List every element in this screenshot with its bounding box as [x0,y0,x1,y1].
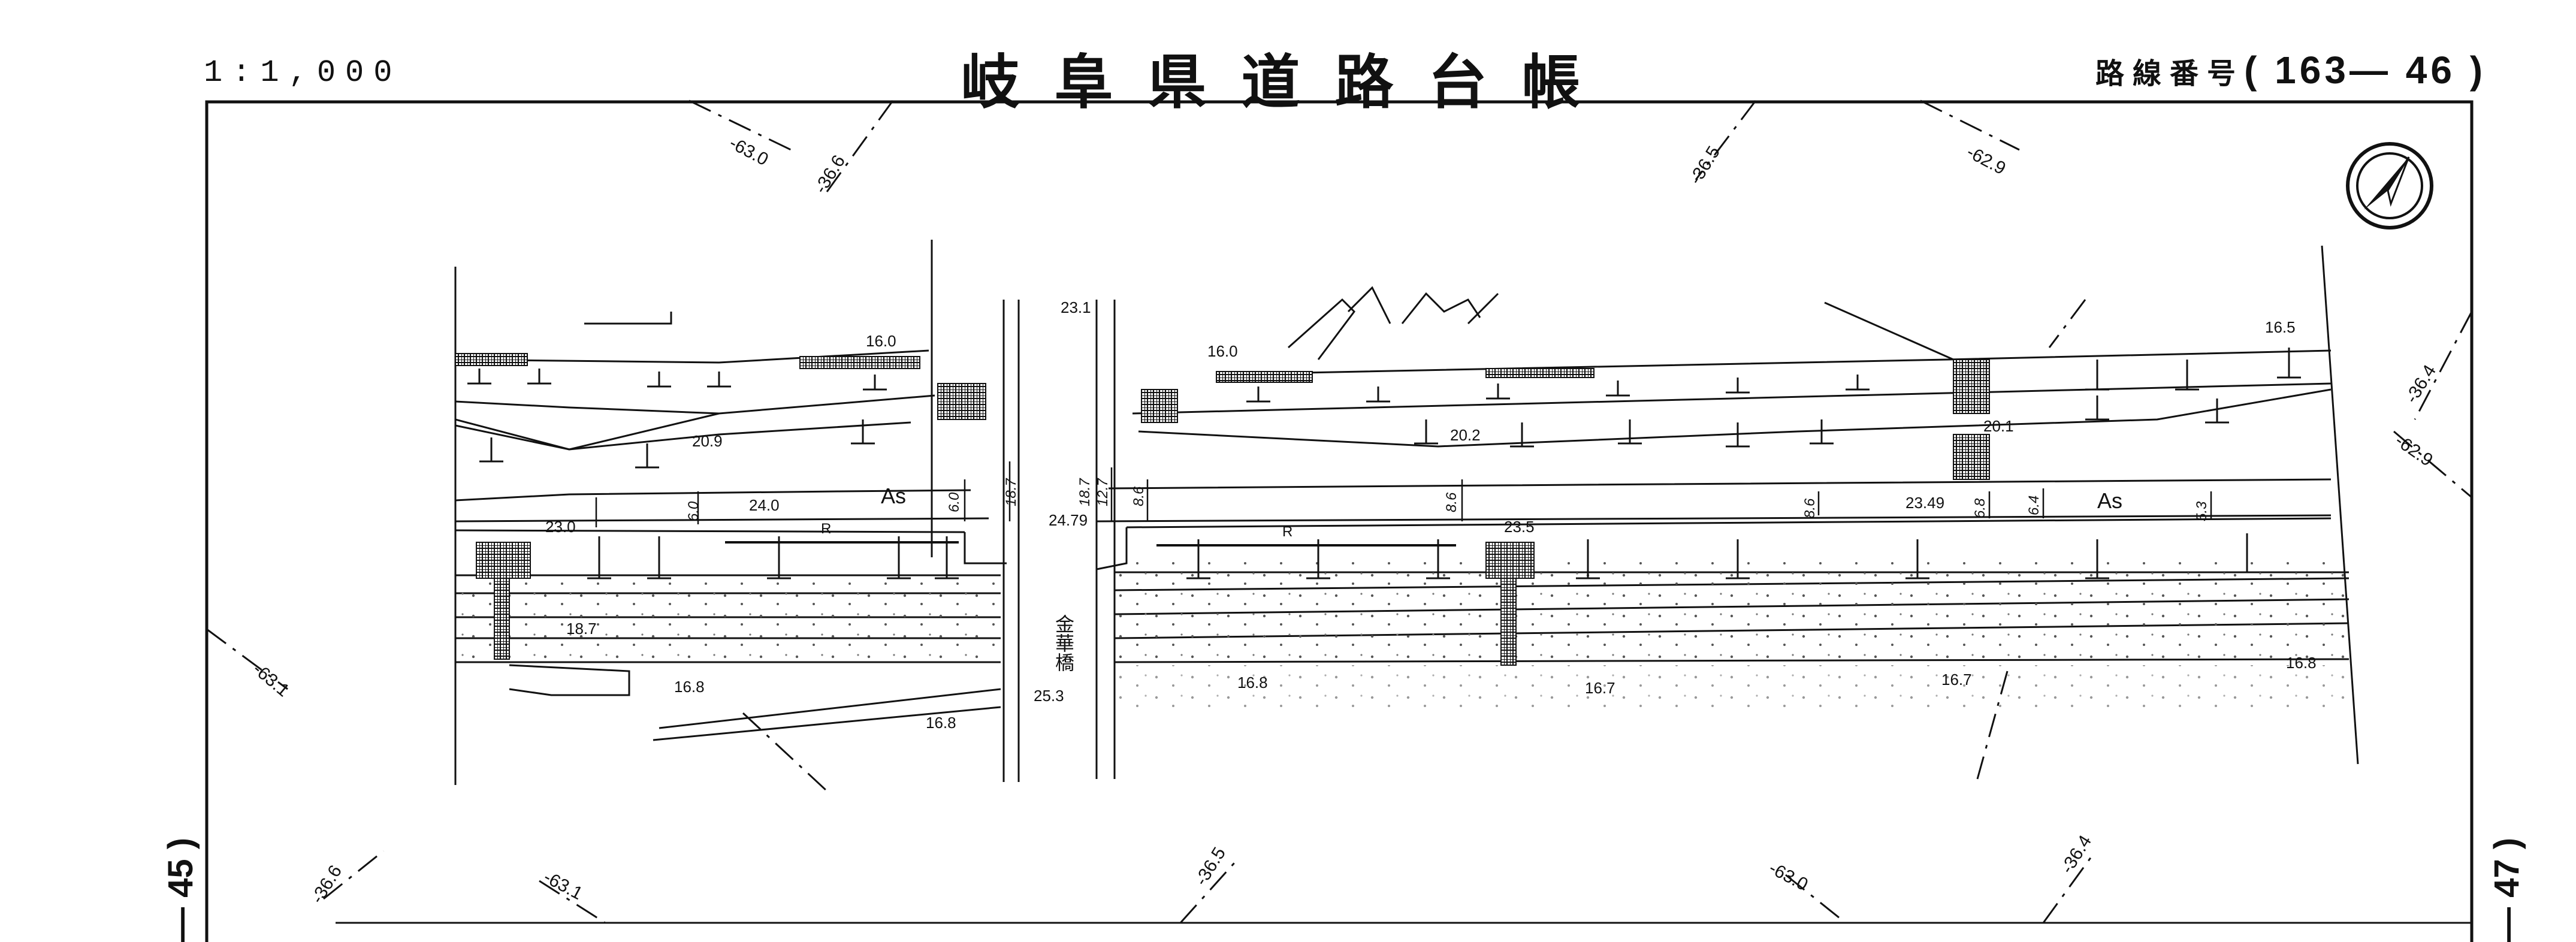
spot-height: 16.7 [1941,671,1972,689]
width-label: 6.0 [685,501,702,521]
elevation-label: -63.0 [726,133,772,170]
kerb-symbols [467,348,2301,579]
width-label: 8.6 [1802,498,1818,518]
elevation-label: -36.6 [307,862,346,907]
spot-heights: 16.0 23.1 16.0 16.5 20.9 20.2 20.1 24.0 … [545,298,2317,732]
spot-height: 24.0 [749,496,780,514]
elevation-label: -62.9 [2391,431,2436,470]
elevation-label: -36.4 [2402,361,2440,406]
width-label: 12.7 [1095,478,1111,506]
north-arrow-icon [2346,142,2433,230]
bridge-name: 金華橋 [1053,614,1074,672]
map-title: 岐阜県道路台帳 [961,49,1615,117]
road-markers: As As R R [821,484,2122,540]
guardrails [725,541,1456,547]
spot-height: 23.1 [1061,298,1091,316]
width-label: 6.4 [2026,496,2042,515]
width-label: 5.3 [2194,501,2210,521]
route-number-value: 163— 46 [2275,49,2456,92]
guardrail-label: R [1282,524,1292,540]
spot-height: 16.7 [1585,679,1615,697]
width-label: 8.6 [1443,492,1460,512]
ground-texture [458,557,2346,713]
surface-label: As [881,484,906,508]
map-scale: 1:1,000 [204,55,402,90]
width-label: 8.6 [1131,486,1147,506]
boundary-lines [206,99,2473,924]
spot-height: 25.3 [1034,687,1064,705]
spot-height: 20.2 [1450,426,1481,444]
map-frame [205,100,2474,942]
width-ticks [595,461,2212,527]
spot-height: 16.5 [2265,318,2296,336]
elevation-label: -63.0 [1766,858,1811,895]
elevation-label: -62.9 [1964,142,2009,179]
width-label: 6.0 [946,492,962,512]
spot-height: 20.9 [692,432,723,450]
elevation-label: -36.6 [811,152,849,197]
spot-height: 23.0 [545,518,576,536]
spot-height: 23.5 [1504,518,1535,536]
width-label: 6.8 [1972,498,1988,518]
spot-height: 16.8 [926,714,956,732]
spot-height: 16.8 [2286,654,2317,672]
width-label: 18.7 [1077,478,1093,506]
route-number-label: 路線番号 [2095,58,2245,90]
spot-height: 16.0 [1207,342,1238,360]
elevation-label: -36.5 [1191,844,1230,889]
width-label: 18.7 [1003,478,1019,506]
spot-height: 24.79 [1049,511,1088,529]
route-close-paren: ) [2469,49,2486,92]
hatched-structures [455,353,1990,666]
width-labels: 6.0 6.0 18.7 18.7 12.7 8.6 8.6 8.6 6.8 6… [685,478,2210,521]
route-open-paren: ( [2244,49,2261,92]
spot-height: 16.0 [866,332,896,350]
route-number: 路線番号( 163— 46 ) [2095,48,2486,92]
spot-height: 16.8 [1237,674,1268,692]
elevation-label: -63.1 [540,867,586,904]
spot-height: 16.8 [674,678,705,696]
guardrail-label: R [821,521,831,537]
spot-height: 20.1 [1983,417,2014,435]
surface-label: As [2097,488,2122,513]
spot-height: 23.49 [1905,494,1944,512]
elevation-label: -36.4 [2057,832,2095,877]
bridge-name-text: 金華橋 [1053,614,1074,672]
spot-height: 18.7 [566,620,597,638]
